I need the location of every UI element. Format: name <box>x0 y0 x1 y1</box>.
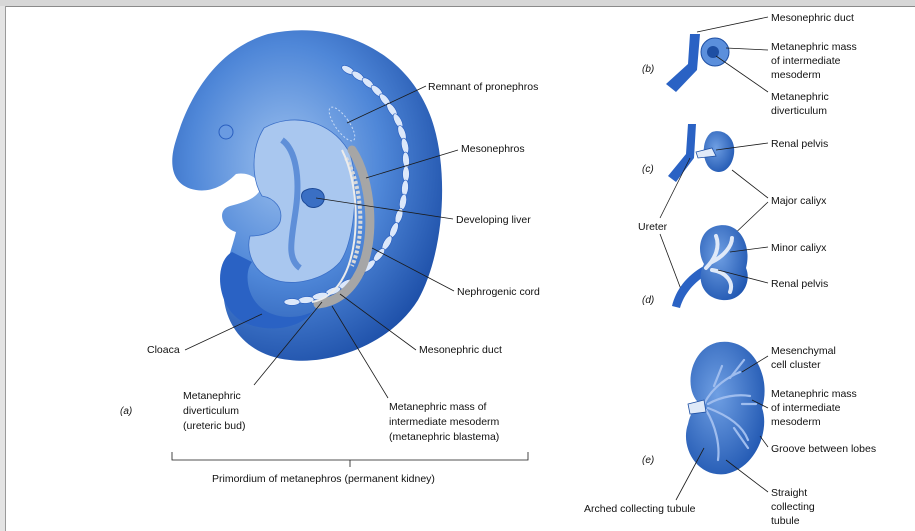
panel-d: Minor caliyx Renal pelvis (d) <box>642 225 828 308</box>
label-nephrogenic-cord: Nephrogenic cord <box>457 286 540 298</box>
b-label-mass-3: mesoderm <box>771 69 821 81</box>
label-remnant-pronephros: Remnant of pronephros <box>428 81 538 93</box>
e-label-mass-1: Metanephric mass <box>771 388 857 400</box>
panel-label-c: (c) <box>642 164 654 175</box>
e-label-mass-2: of intermediate <box>771 402 841 414</box>
label-developing-liver: Developing liver <box>456 214 531 226</box>
label-ureter: Ureter <box>638 221 668 233</box>
d-label-renal-pelvis: Renal pelvis <box>771 278 828 290</box>
panel-label-a: (a) <box>120 406 132 417</box>
panel-label-b: (b) <box>642 64 654 75</box>
panel-b: Mesonephric duct Metanephric mass of int… <box>642 12 857 117</box>
embryo-illustration <box>172 30 442 361</box>
b-label-mass-2: of intermediate <box>771 55 841 67</box>
label-metanephric-diverticulum-1: Metanephric <box>183 390 241 402</box>
panel-c-pelvis <box>696 148 716 158</box>
panel-b-bud <box>707 46 719 58</box>
panel-label-e: (e) <box>642 455 654 466</box>
e-label-arched: Arched collecting tubule <box>584 503 696 515</box>
panel-e-hilum <box>688 400 706 414</box>
e-label-groove: Groove between lobes <box>771 443 876 455</box>
panel-c: Renal pelvis (c) <box>642 124 828 182</box>
primordium-bracket <box>172 452 528 467</box>
label-primordium: Primordium of metanephros (permanent kid… <box>212 473 435 485</box>
label-metanephric-mass-2: intermediate mesoderm <box>389 416 500 428</box>
e-label-mass-3: mesoderm <box>771 416 821 428</box>
label-metanephric-diverticulum-3: (ureteric bud) <box>183 420 245 432</box>
embryo-eye <box>219 125 233 139</box>
e-label-straight-2: collecting <box>771 501 815 513</box>
b-label-div-1: Metanephric <box>771 91 829 103</box>
panel-e: Mesenchymal cell cluster Metanephric mas… <box>584 342 876 527</box>
e-label-straight-3: tubule <box>771 515 800 527</box>
label-cloaca: Cloaca <box>147 344 180 356</box>
b-label-mass-1: Metanephric mass <box>771 41 857 53</box>
label-metanephric-diverticulum-2: diverticulum <box>183 405 239 417</box>
panel-d-kidney <box>700 225 748 300</box>
label-mesonephric-duct: Mesonephric duct <box>419 344 502 356</box>
label-metanephric-mass-1: Metanephric mass of <box>389 401 487 413</box>
label-mesonephros: Mesonephros <box>461 143 525 155</box>
label-major-calyx: Major caliyx <box>771 195 827 207</box>
b-label-div-2: diverticulum <box>771 105 827 117</box>
e-label-straight-1: Straight <box>771 487 807 499</box>
d-label-minor-calyx: Minor caliyx <box>771 242 827 254</box>
panel-label-d: (d) <box>642 295 654 306</box>
b-label-mesonephric-duct: Mesonephric duct <box>771 12 854 24</box>
panel-b-duct <box>666 34 700 92</box>
c-label-renal-pelvis: Renal pelvis <box>771 138 828 150</box>
e-label-mesenchymal-2: cell cluster <box>771 359 821 371</box>
label-metanephric-mass-3: (metanephric blastema) <box>389 431 499 443</box>
e-label-mesenchymal-1: Mesenchymal <box>771 345 836 357</box>
